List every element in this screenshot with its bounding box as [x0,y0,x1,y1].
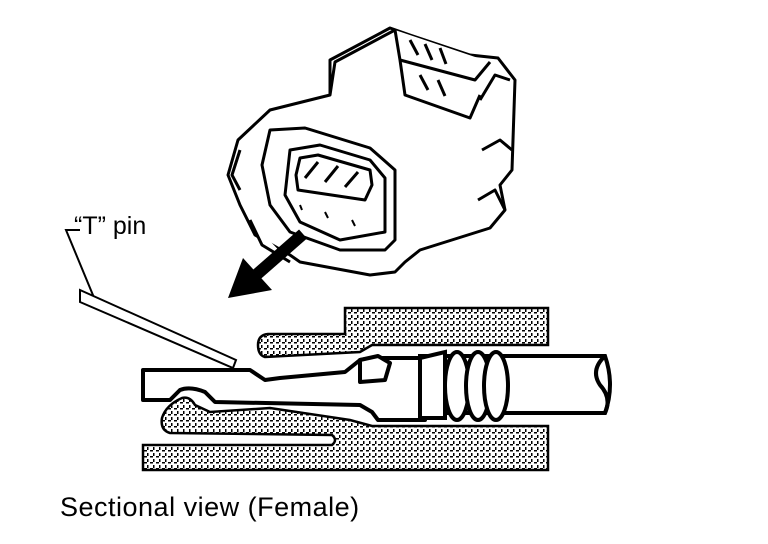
figure-caption: Sectional view (Female) [60,492,360,522]
t-pin-probe [64,229,238,370]
wire-seal [418,349,612,422]
female-terminal [141,354,427,422]
direction-arrow [228,229,307,298]
housing-section [141,306,550,472]
connector-housing [226,26,517,277]
t-pin-label: “T” pin [74,212,147,240]
